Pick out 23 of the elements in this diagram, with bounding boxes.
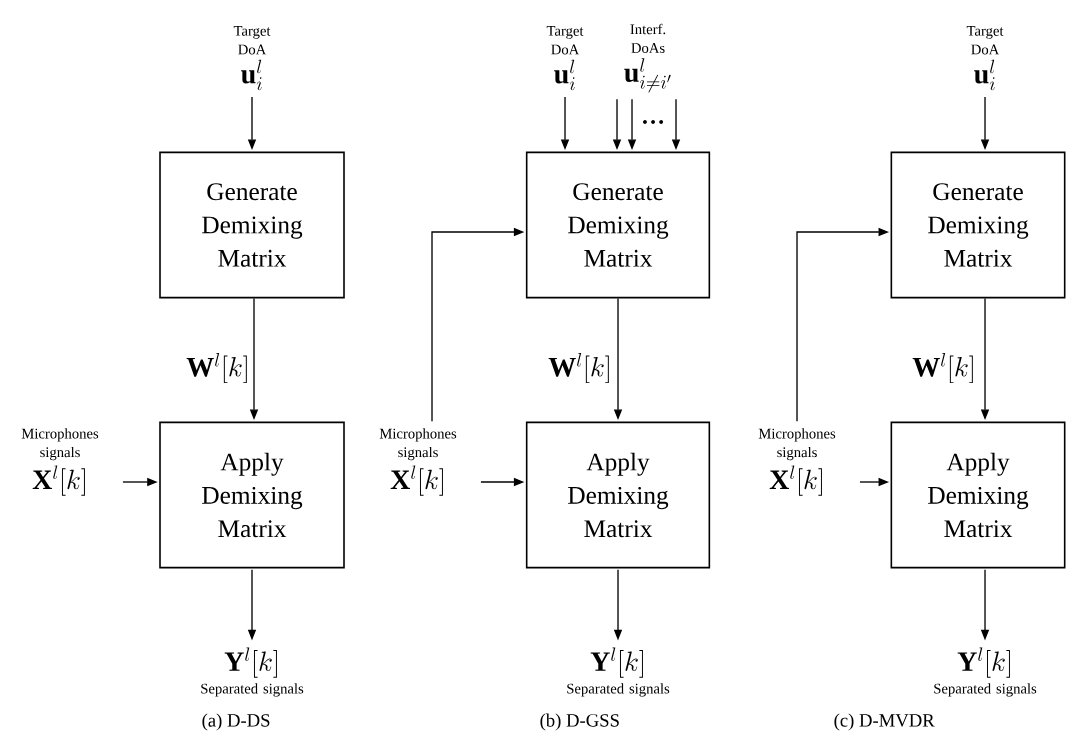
edge-label: $\mathbf{W}^l[k]$ xyxy=(186,352,247,384)
process-box: Generate Demixing Matrix xyxy=(159,151,345,299)
edge-label: $\mathbf{W}^l[k]$ xyxy=(912,352,973,384)
input-label: Microphones signals $\mathbf{X}^l[k]$ xyxy=(21,428,99,496)
process-box: Apply Demixing Matrix xyxy=(159,421,345,569)
process-box: Generate Demixing Matrix xyxy=(890,151,1066,299)
output-label: $\mathbf{Y}^l[k]$ Separated signals xyxy=(201,647,304,697)
process-box: Generate Demixing Matrix xyxy=(525,151,711,299)
process-box: Apply Demixing Matrix xyxy=(525,421,711,569)
output-label: $\mathbf{Y}^l[k]$ Separated signals xyxy=(567,647,670,697)
subfigure-caption: (a) D-DS xyxy=(202,713,270,731)
input-label: Microphones signals $\mathbf{X}^l[k]$ xyxy=(758,428,836,496)
subfigure-caption: (b) D-GSS xyxy=(540,713,619,731)
ellipsis: … xyxy=(643,120,664,124)
process-box: Apply Demixing Matrix xyxy=(890,421,1066,569)
input-label: Interf. DoAs $\mathbf{u}_{i\neq i'}^l$ xyxy=(624,23,671,93)
output-label: $\mathbf{Y}^l[k]$ Separated signals xyxy=(934,647,1037,697)
input-label: Target DoA $\mathbf{u}_i^l$ xyxy=(233,26,271,91)
input-label: Microphones signals $\mathbf{X}^l[k]$ xyxy=(379,428,457,496)
input-label: Target DoA $\mathbf{u}_i^l$ xyxy=(546,26,584,91)
input-label: Target DoA $\mathbf{u}_i^l$ xyxy=(966,26,1004,91)
subfigure-caption: (c) D-MVDR xyxy=(834,713,935,731)
edge-label: $\mathbf{W}^l[k]$ xyxy=(548,352,609,384)
